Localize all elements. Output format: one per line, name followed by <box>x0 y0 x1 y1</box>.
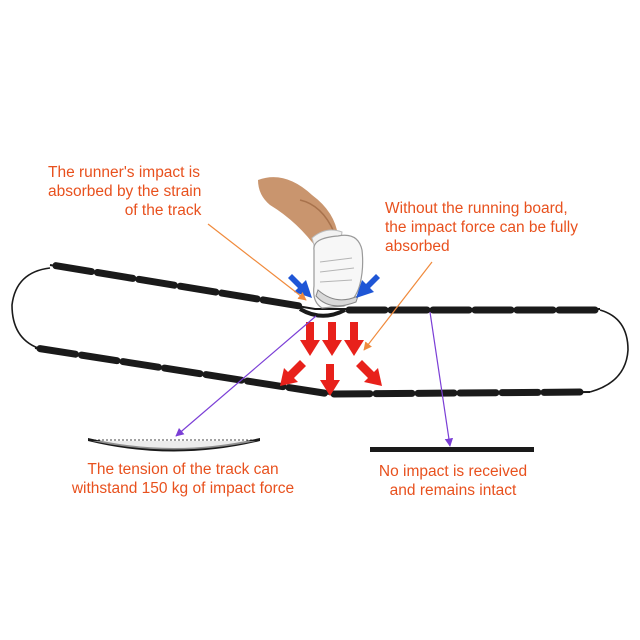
impact-arrow-icon <box>322 322 342 356</box>
caption-line: the impact force can be fully <box>385 219 578 236</box>
belt-slat <box>285 384 328 397</box>
rigid-board <box>370 447 534 452</box>
running-shoe-icon <box>258 177 364 309</box>
impact-arrow-icon <box>280 360 306 386</box>
caption-line: absorbed by the strain <box>48 183 202 200</box>
caption-line: of the track <box>124 202 202 219</box>
belt-slat <box>218 289 261 303</box>
side-arrow-left <box>288 274 312 298</box>
belt-slat <box>119 358 163 371</box>
pointer-runner-impact <box>207 223 307 301</box>
pointer-without-board <box>363 261 433 351</box>
caption-line: The runner's impact is <box>48 164 200 181</box>
belt-slat <box>259 296 303 310</box>
impact-arrow-icon <box>300 322 320 356</box>
caption-line: The tension of the track can <box>87 461 279 478</box>
belt-slats-bottom <box>36 345 584 398</box>
caption-runner-impact: The runner's impact is absorbed by the s… <box>48 163 201 220</box>
shoe-upper <box>313 234 364 309</box>
side-arrow-right <box>356 274 380 298</box>
belt-slat <box>52 262 95 276</box>
pointer-track-tension <box>175 315 317 437</box>
belt-slat <box>243 377 287 391</box>
caption-line: Without the running board, <box>385 200 568 217</box>
belt-front-wire <box>589 309 629 393</box>
belt-dip <box>298 307 346 318</box>
belt-slat <box>135 275 178 289</box>
flexed-board <box>88 438 260 452</box>
impact-arrows <box>280 322 382 396</box>
impact-arrow-icon <box>320 364 340 396</box>
caption-line: and remains intact <box>389 482 517 499</box>
caption-line: withstand 150 kg of impact force <box>71 480 295 497</box>
impact-arrow-icon <box>344 322 364 356</box>
pointer-lines <box>175 223 454 447</box>
belt-slats-top <box>52 262 599 314</box>
impact-arrow-icon <box>356 360 382 386</box>
belt-slat <box>77 351 121 365</box>
belt-slat <box>160 364 204 378</box>
belt-slat <box>202 371 245 384</box>
runner-leg <box>258 177 338 250</box>
belt-slat <box>36 345 80 358</box>
belt-return-wire <box>11 267 51 349</box>
side-arrow-icon <box>288 274 380 298</box>
caption-track-tension: The tension of the track can withstand 1… <box>58 460 308 498</box>
caption-line: absorbed <box>385 238 450 255</box>
belt-slat <box>93 269 137 282</box>
caption-line: No impact is received <box>378 463 528 480</box>
belt-bottom-line <box>34 347 591 396</box>
pointer-no-impact <box>429 311 454 447</box>
track-belt <box>11 262 629 398</box>
belt-slat <box>176 282 220 296</box>
caption-without-board: Without the running board, the impact fo… <box>385 199 578 256</box>
caption-no-impact: No impact is received and remains intact <box>368 462 538 500</box>
